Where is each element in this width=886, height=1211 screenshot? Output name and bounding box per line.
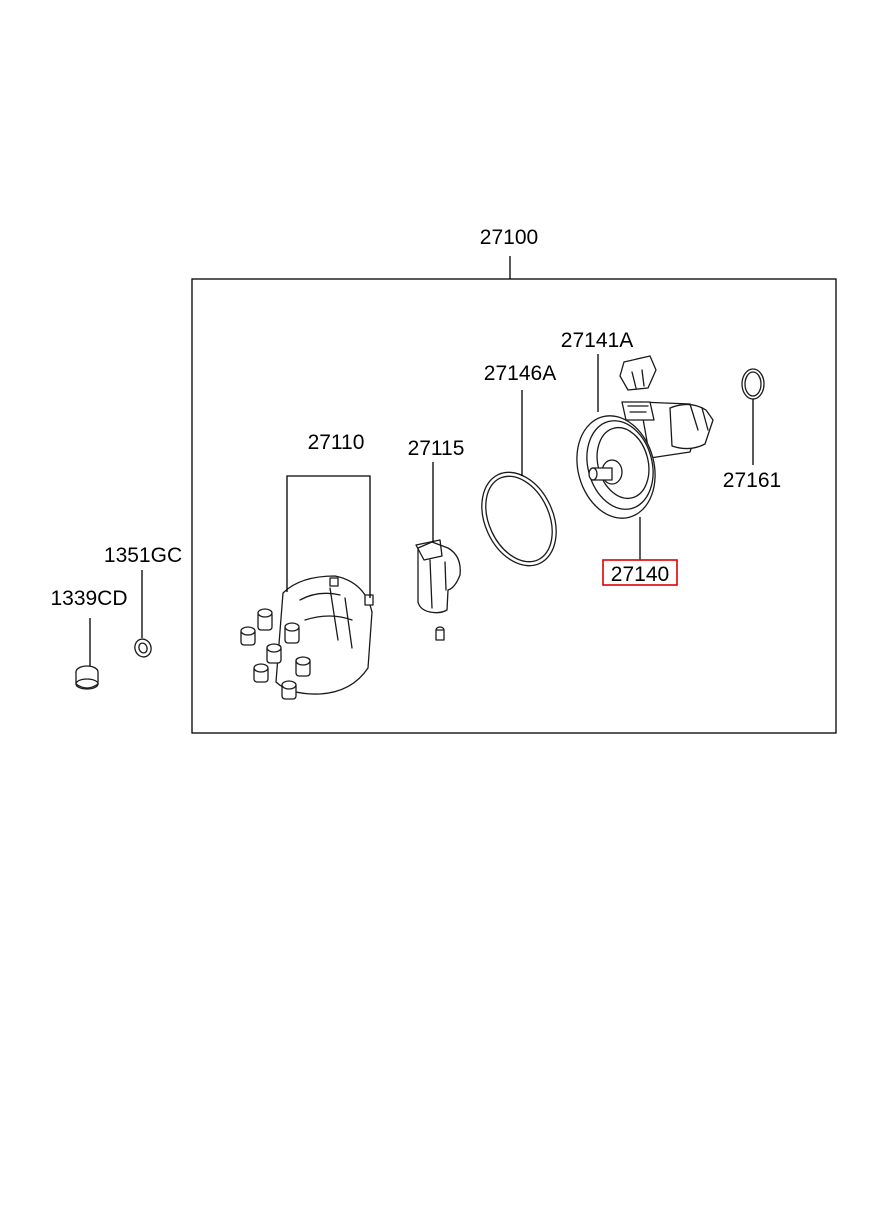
rotor-part[interactable] (415, 539, 461, 641)
label-27115[interactable]: 27115 (408, 437, 465, 460)
cap-leader (286, 475, 371, 598)
label-27161[interactable]: 27161 (723, 469, 781, 492)
label-27110[interactable]: 27110 (308, 431, 365, 454)
o-ring-part[interactable] (741, 368, 765, 400)
highlight-box (602, 559, 678, 586)
label-1351GC[interactable]: 1351GC (104, 544, 182, 567)
label-27141A[interactable]: 27141A (561, 329, 633, 352)
distributor-cap-part[interactable] (240, 575, 374, 700)
distributor-housing-part[interactable] (566, 355, 714, 527)
label-27146A[interactable]: 27146A (484, 362, 556, 385)
bolt-part[interactable] (75, 665, 99, 690)
label-1339CD[interactable]: 1339CD (50, 587, 127, 610)
label-27100[interactable]: 27100 (480, 226, 538, 249)
gasket-part[interactable] (467, 460, 570, 578)
washer-part[interactable] (132, 637, 153, 659)
assembly-frame (191, 278, 837, 734)
label-27140[interactable]: 27140 (611, 563, 669, 586)
